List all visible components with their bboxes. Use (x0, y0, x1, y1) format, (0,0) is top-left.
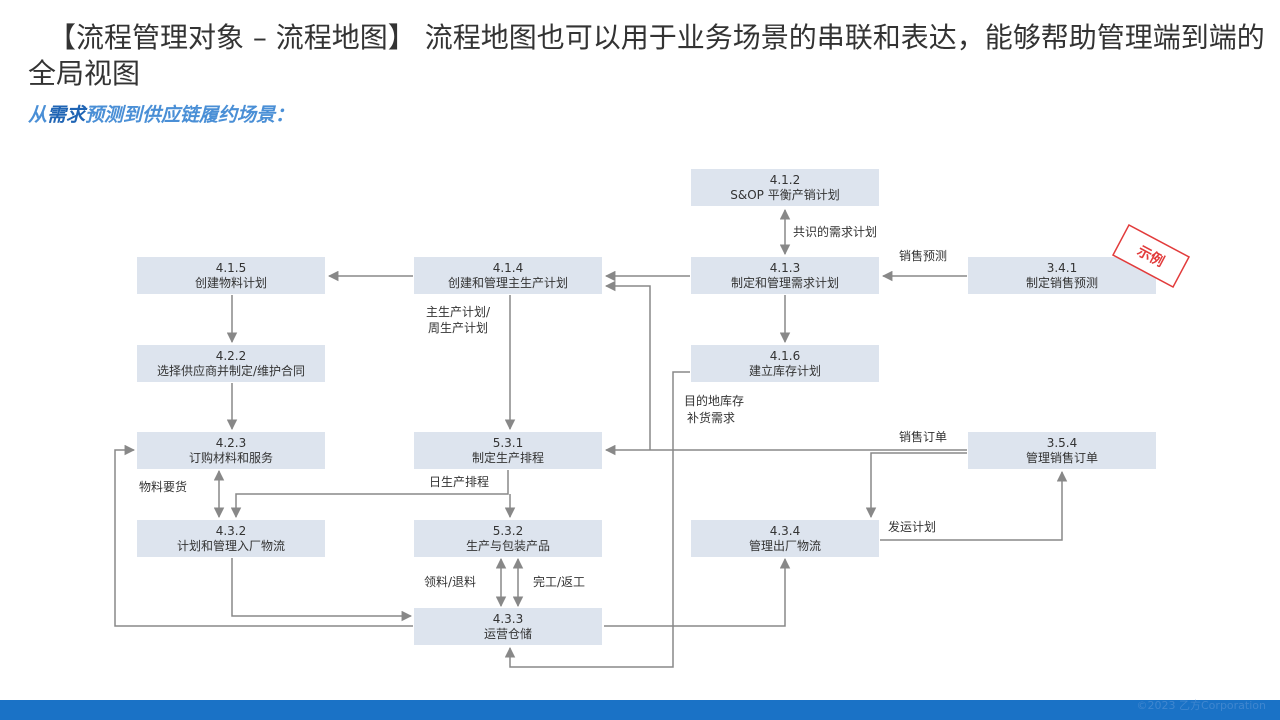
svg-text:4.1.6: 4.1.6 (770, 349, 801, 363)
node-3-4-1[interactable]: 3.4.1 制定销售预测 (968, 257, 1156, 294)
edge-531-432 (230, 470, 509, 519)
svg-text:创建和管理主生产计划: 创建和管理主生产计划 (448, 275, 568, 290)
svg-text:建立库存计划: 建立库存计划 (749, 363, 821, 378)
svg-text:3.5.4: 3.5.4 (1047, 436, 1078, 450)
svg-text:5.3.2: 5.3.2 (493, 524, 524, 538)
svg-text:4.2.3: 4.2.3 (216, 436, 247, 450)
node-5-3-1[interactable]: 5.3.1 制定生产排程 (414, 432, 602, 469)
svg-text:创建物料计划: 创建物料计划 (195, 276, 267, 290)
edge-labels: 共识的需求计划 销售预测 主生产计划/ 周生产计划 目的地库存 补货需求 销售订… (139, 224, 947, 589)
node-4-3-4[interactable]: 4.3.4 管理出厂物流 (691, 520, 879, 557)
node-4-2-2[interactable]: 4.2.2 选择供应商并制定/维护合同 (137, 345, 325, 382)
node-4-3-2[interactable]: 4.3.2 计划和管理入厂物流 (137, 520, 325, 557)
svg-text:制定销售预测: 制定销售预测 (1026, 275, 1098, 290)
label-daily-schedule: 日生产排程 (429, 474, 489, 489)
edge-433-434 (604, 557, 791, 627)
label-material-req: 物料要货 (139, 479, 187, 494)
svg-text:4.3.4: 4.3.4 (770, 524, 801, 538)
label-consensus: 共识的需求计划 (793, 224, 877, 239)
svg-text:计划和管理入厂物流: 计划和管理入厂物流 (177, 538, 285, 553)
node-4-1-4[interactable]: 4.1.4 创建和管理主生产计划 (414, 257, 602, 294)
label-mps-1: 主生产计划/ (426, 305, 491, 319)
svg-text:订购材料和服务: 订购材料和服务 (189, 450, 273, 465)
svg-text:4.3.2: 4.3.2 (216, 524, 247, 538)
label-sales-forecast: 销售预测 (899, 248, 947, 263)
svg-text:3.4.1: 3.4.1 (1047, 261, 1078, 275)
node-4-2-3[interactable]: 4.2.3 订购材料和服务 (137, 432, 325, 469)
edges (114, 208, 1068, 668)
svg-text:选择供应商并制定/维护合同: 选择供应商并制定/维护合同 (157, 363, 305, 378)
node-4-1-6[interactable]: 4.1.6 建立库存计划 (691, 345, 879, 382)
node-4-3-3[interactable]: 4.3.3 运营仓储 (414, 608, 602, 645)
page-title: 【流程管理对象 – 流程地图】 流程地图也可以用于业务场景的串联和表达，能够帮助… (28, 21, 1265, 90)
edge-416-433 (504, 371, 690, 668)
svg-text:制定和管理需求计划: 制定和管理需求计划 (731, 275, 839, 290)
label-mps-2: 周生产计划 (428, 321, 488, 335)
node-4-1-2[interactable]: 4.1.2 S&OP 平衡产销计划 (691, 169, 879, 206)
edge-531-414-loop (604, 280, 651, 450)
svg-text:4.3.3: 4.3.3 (493, 612, 524, 626)
svg-text:管理出厂物流: 管理出厂物流 (749, 538, 821, 553)
svg-text:4.1.5: 4.1.5 (216, 261, 247, 275)
label-ship-plan: 发运计划 (888, 519, 936, 534)
node-3-5-4[interactable]: 3.5.4 管理销售订单 (968, 432, 1156, 469)
svg-text:5.3.1: 5.3.1 (493, 436, 524, 450)
svg-text:运营仓储: 运营仓储 (484, 626, 532, 641)
svg-text:4.1.4: 4.1.4 (493, 261, 524, 275)
svg-text:4.2.2: 4.2.2 (216, 349, 247, 363)
label-target-inv-1: 目的地库存 (684, 393, 744, 408)
label-complete-return: 完工/返工 (533, 574, 585, 589)
svg-text:4.1.3: 4.1.3 (770, 261, 801, 275)
label-sales-order: 销售订单 (899, 429, 947, 444)
svg-text:制定生产排程: 制定生产排程 (472, 450, 544, 465)
page-subtitle: 从需求预测到供应链履约场景： (28, 104, 295, 126)
footer-bar (0, 700, 1280, 720)
node-4-1-3[interactable]: 4.1.3 制定和管理需求计划 (691, 257, 879, 294)
edge-434-354 (880, 470, 1068, 541)
example-stamp: 示例 (1111, 224, 1191, 288)
footer-copyright: ©2023 乙方Corporation (1136, 699, 1266, 712)
node-4-1-5[interactable]: 4.1.5 创建物料计划 (137, 257, 325, 294)
label-target-inv-2: 补货需求 (687, 410, 735, 425)
edge-432-433 (231, 558, 413, 622)
node-5-3-2[interactable]: 5.3.2 生产与包装产品 (414, 520, 602, 557)
edge-433-423 (114, 444, 413, 627)
svg-text:4.1.2: 4.1.2 (770, 173, 801, 187)
svg-text:生产与包装产品: 生产与包装产品 (466, 539, 550, 553)
label-pick-return: 领料/退料 (424, 575, 476, 589)
svg-text:管理销售订单: 管理销售订单 (1026, 450, 1098, 465)
svg-text:S&OP 平衡产销计划: S&OP 平衡产销计划 (730, 188, 839, 202)
edge-354-434 (865, 452, 967, 519)
